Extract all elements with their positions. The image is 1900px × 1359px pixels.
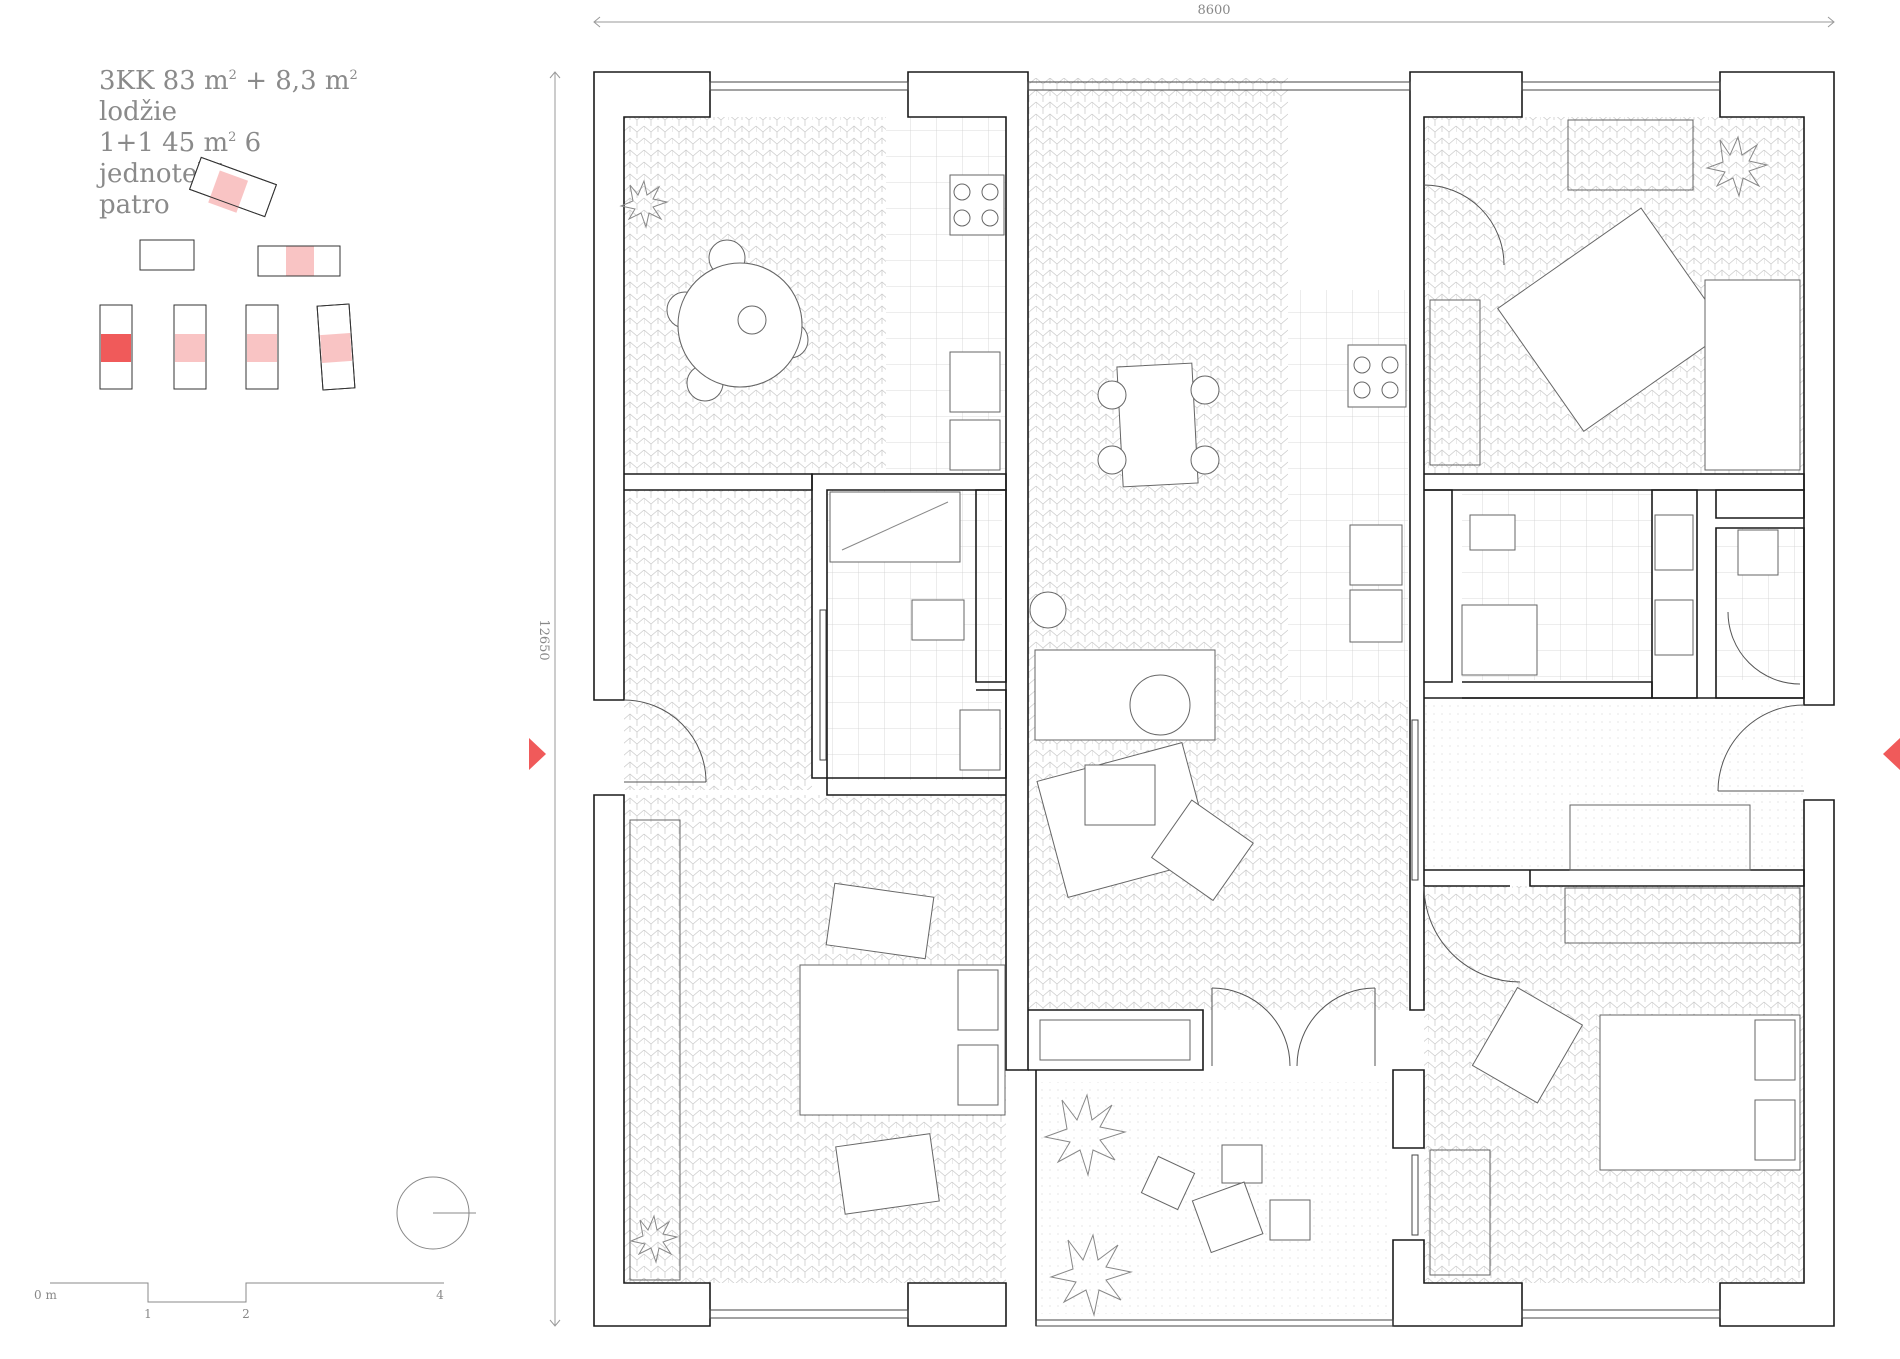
scale-label-4: 4 — [436, 1288, 444, 1302]
scale-bar: 0 m 1 2 4 — [34, 1282, 444, 1321]
furniture — [629, 119, 1801, 1281]
plants — [619, 135, 1769, 1317]
plant-icon — [629, 1214, 679, 1264]
height-dimension: 12650 — [536, 71, 561, 1327]
doors — [623, 184, 1805, 1067]
cooktop-center — [1347, 344, 1407, 408]
bathtub-left — [829, 491, 961, 563]
key-plan — [99, 156, 356, 391]
shower-right — [1461, 604, 1538, 676]
width-dimension: 8600 — [593, 3, 1835, 28]
plant-icon — [1043, 1093, 1127, 1177]
floor-fills — [624, 78, 1804, 1314]
bed-right — [1599, 1014, 1801, 1171]
north-symbol-icon — [396, 1176, 476, 1250]
sink-center — [1349, 524, 1403, 586]
plant-icon — [619, 179, 669, 229]
title-line-4: patro — [99, 190, 170, 220]
cooktop-left — [949, 174, 1005, 236]
plant-icon — [1705, 135, 1769, 198]
scale-label-1: 1 — [144, 1307, 152, 1321]
dining-table-center — [1116, 362, 1199, 488]
windows — [709, 81, 1721, 1327]
height-dimension-label: 12650 — [536, 619, 551, 660]
desk-right-top — [1497, 207, 1728, 433]
toilet-left — [911, 599, 965, 641]
entrance-left-icon — [529, 738, 546, 770]
title-line-1: 3KK 83 m2 + 8,3 m2 — [99, 66, 358, 96]
toilet-right — [1469, 514, 1516, 551]
plant-icon — [1049, 1233, 1133, 1317]
entrance-right-icon — [1883, 738, 1900, 770]
title-line-2: lodžie — [99, 97, 178, 127]
bed-left — [799, 964, 1006, 1116]
scale-label-0: 0 m — [34, 1288, 57, 1302]
sofa — [1034, 649, 1216, 741]
scale-label-2: 2 — [242, 1307, 250, 1321]
width-dimension-label: 8600 — [1197, 3, 1230, 18]
sink-left — [949, 351, 1001, 413]
washbasin-left — [959, 709, 1001, 771]
